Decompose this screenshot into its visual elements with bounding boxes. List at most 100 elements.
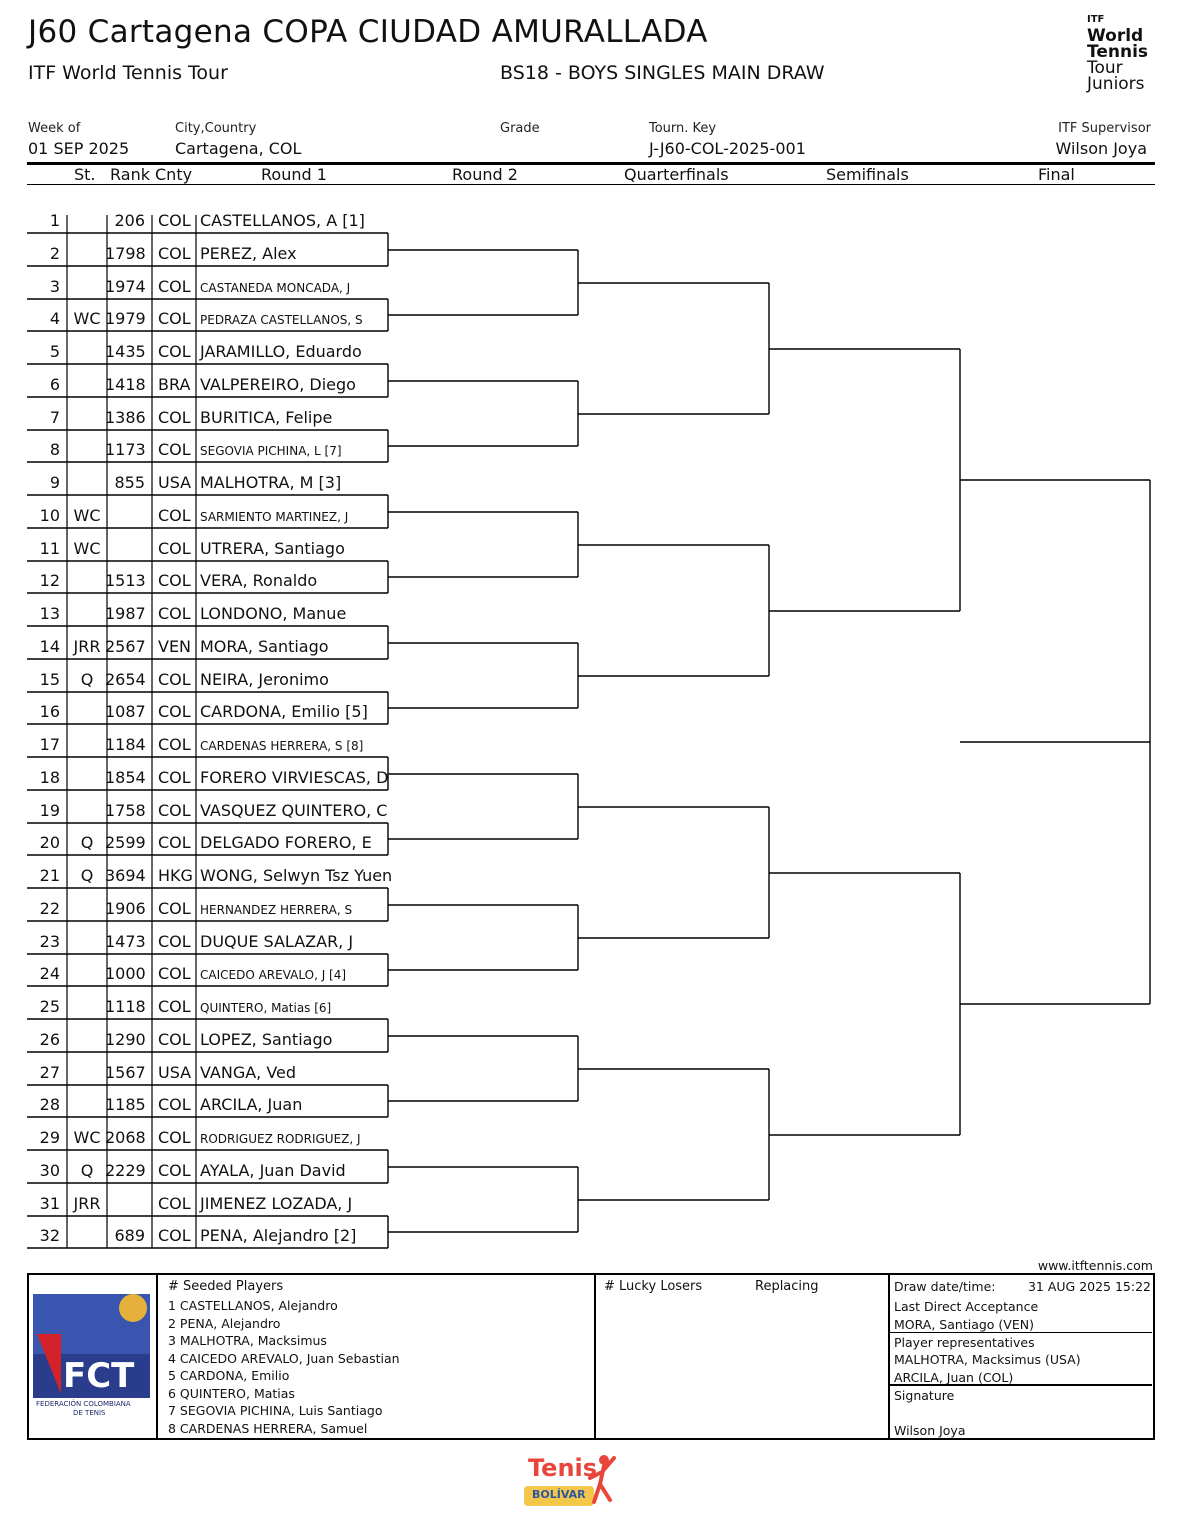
draw-position: 21	[39, 866, 60, 885]
event-name: BS18 - BOYS SINGLES MAIN DRAW	[500, 62, 825, 84]
draw-position: 16	[39, 702, 60, 721]
player-country: BRA	[158, 375, 191, 394]
draw-position: 5	[49, 342, 60, 361]
player-name: CAICEDO AREVALO, J [4]	[200, 968, 347, 982]
seed-item: 2 PENA, Alejandro	[168, 1315, 281, 1331]
key-label: Tourn. Key	[649, 121, 717, 136]
signature-value: Wilson Joya	[894, 1423, 966, 1438]
player-country: COL	[158, 342, 191, 361]
player-country: COL	[158, 244, 191, 263]
player-rank: 1906	[105, 899, 146, 918]
player-name: AYALA, Juan David	[200, 1161, 346, 1180]
draw-position: 17	[39, 735, 60, 754]
seed-item: 1 CASTELLANOS, Alejandro	[168, 1298, 338, 1313]
draw-position: 14	[39, 637, 60, 656]
player-name: BURITICA, Felipe	[200, 408, 333, 427]
player-rank: 1974	[105, 277, 146, 296]
player-country: COL	[158, 833, 191, 852]
lda-value: MORA, Santiago (VEN)	[894, 1317, 1034, 1332]
player-country: COL	[158, 670, 191, 689]
player-name: HERNANDEZ HERRERA, S	[200, 903, 353, 917]
player-name: PENA, Alejandro [2]	[200, 1226, 357, 1245]
grade-label: Grade	[500, 121, 540, 136]
player-country: COL	[158, 899, 191, 918]
entry-status: WC	[73, 539, 101, 558]
player-name: LONDONO, Manue	[200, 604, 347, 623]
entry-status: Q	[80, 670, 94, 689]
website-link[interactable]: www.itftennis.com	[1037, 1258, 1153, 1273]
footer-hline-1	[890, 1332, 1152, 1333]
player-country: COL	[158, 735, 191, 754]
player-rank: 1087	[105, 702, 146, 721]
player-rank: 1987	[105, 604, 146, 623]
player-rank: 2599	[105, 833, 146, 852]
player-name: UTRERA, Santiago	[200, 539, 345, 558]
bolivar-word: BOLÍVAR	[532, 1488, 586, 1501]
player-rank: 1513	[105, 571, 146, 590]
player-country: HKG	[158, 866, 193, 885]
player-country: COL	[158, 277, 191, 296]
player-name: ARCILA, Juan	[200, 1095, 303, 1114]
draw-position: 23	[39, 932, 60, 951]
player-country: COL	[158, 1128, 191, 1147]
player-name: FORERO VIRVIESCAS, D	[200, 768, 389, 787]
tenis-bolivar-logo: Tenis BOLÍVAR	[522, 1452, 622, 1510]
rep-label: Player representatives	[894, 1335, 1035, 1350]
player-country: COL	[158, 1095, 191, 1114]
player-country: COL	[158, 1226, 191, 1245]
draw-position: 4	[49, 309, 60, 328]
player-country: VEN	[158, 637, 192, 656]
player-name: NEIRA, Jeronimo	[200, 670, 329, 689]
player-rank: 3694	[105, 866, 146, 885]
player-rank: 2567	[105, 637, 146, 656]
draw-position: 25	[39, 997, 60, 1016]
player-name: CASTANEDA MONCADA, J	[200, 281, 351, 295]
player-country: COL	[158, 309, 191, 328]
draw-date-value: 31 AUG 2025 15:22	[1027, 1279, 1151, 1294]
fct-logo-graphic	[33, 1294, 150, 1418]
draw-position: 31	[39, 1194, 60, 1213]
draw-position: 27	[39, 1063, 60, 1082]
seed-item: 7 SEGOVIA PICHINA, Luis Santiago	[168, 1403, 383, 1418]
week-value: 01 SEP 2025	[28, 139, 130, 158]
draw-date-label: Draw date/time:	[894, 1279, 996, 1294]
supervisor-value: Wilson Joya	[1055, 139, 1148, 158]
city-value: Cartagena, COL	[175, 139, 302, 158]
draw-position: 10	[39, 506, 60, 525]
header-rule	[27, 162, 1155, 165]
entry-status: WC	[73, 1128, 101, 1147]
player-name: CARDONA, Emilio [5]	[200, 702, 368, 721]
player-country: COL	[158, 932, 191, 951]
player-country: COL	[158, 1161, 191, 1180]
player-name: JARAMILLO, Eduardo	[200, 342, 362, 361]
tenis-logo-word: Tenis	[528, 1454, 598, 1482]
key-value: J-J60-COL-2025-001	[649, 139, 806, 158]
draw-position: 29	[39, 1128, 60, 1147]
entry-status: WC	[73, 506, 101, 525]
fct-logo-text: FCT	[63, 1356, 135, 1396]
column-rule	[27, 184, 1155, 185]
player-rank: 1418	[105, 375, 146, 394]
player-name: JIMENEZ LOZADA, J	[200, 1194, 353, 1213]
player-name: MORA, Santiago	[200, 637, 329, 656]
draw-position: 7	[49, 408, 60, 427]
draw-position: 28	[39, 1095, 60, 1114]
footer-divider-2	[594, 1274, 596, 1438]
seed-item: 6 QUINTERO, Matias	[168, 1385, 295, 1401]
seed-item: 3 MALHOTRA, Macksimus	[168, 1333, 327, 1348]
player-name: PEDRAZA CASTELLANOS, S	[200, 313, 363, 327]
player-name: SEGOVIA PICHINA, L [7]	[200, 444, 342, 458]
player-country: COL	[158, 211, 191, 230]
draw-position: 22	[39, 899, 60, 918]
entry-status: WC	[73, 309, 101, 328]
col-cnty: Cnty	[155, 165, 193, 184]
player-figure-icon	[588, 1455, 616, 1504]
player-name: LOPEZ, Santiago	[200, 1030, 333, 1049]
draw-position: 2	[49, 244, 60, 263]
player-rank: 2068	[105, 1128, 146, 1147]
seed-item: 4 CAICEDO AREVALO, Juan Sebastian	[168, 1350, 400, 1366]
supervisor-label: ITF Supervisor	[1058, 121, 1151, 136]
draw-position: 11	[39, 539, 60, 558]
player-country: COL	[158, 440, 191, 459]
